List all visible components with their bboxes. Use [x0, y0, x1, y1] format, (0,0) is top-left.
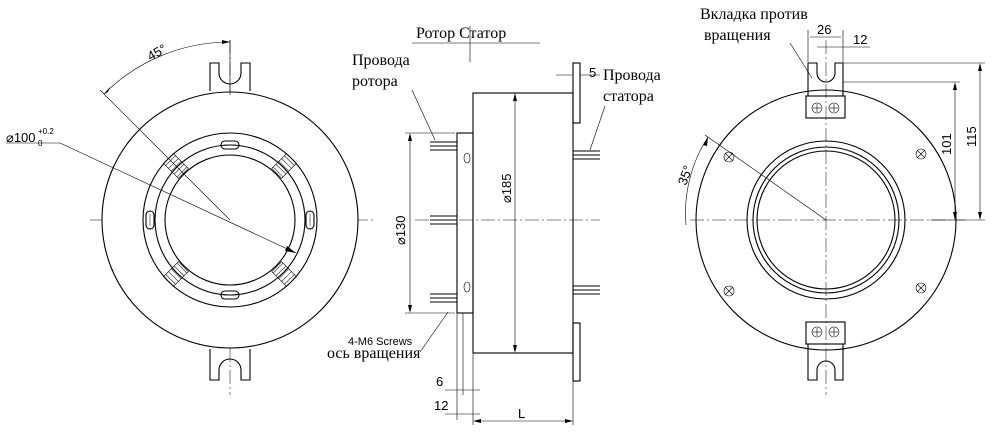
- right-bottom-tab: [805, 321, 846, 381]
- tab-12-label: 12: [853, 32, 867, 47]
- right-top-tab: [805, 62, 846, 119]
- rotor-wires: [430, 141, 471, 303]
- diameter-130-dimension: ⌀130: [393, 132, 455, 314]
- diameter-130-label: ⌀130: [393, 215, 408, 245]
- slip-ring-body: [472, 92, 574, 354]
- anti-rotation-label-line1: Вкладка против: [700, 6, 808, 23]
- angle-45-label: 45°: [144, 41, 169, 64]
- anti-rotation-label-line2: вращения: [704, 27, 771, 44]
- tab-26-label: 26: [817, 22, 831, 37]
- stator-wires: [573, 150, 600, 295]
- stator-wires-label-line1: Провода: [603, 67, 661, 84]
- left-front-view: 45° ⌀100 +0.2 0: [6, 40, 375, 395]
- diameter-185-label: ⌀185: [499, 173, 514, 203]
- rotor-wires-label-line2: ротора: [352, 73, 398, 90]
- stator-wires-label-line2: статора: [603, 88, 654, 105]
- middle-side-view: Ротор Статор Провода ротора Провода: [327, 25, 661, 425]
- rotor-flange: [456, 132, 474, 314]
- rotor-wires-label-line1: Провода: [352, 52, 410, 69]
- right-back-view: 35° Вкладка против вращения 26 12 101: [675, 6, 985, 395]
- rotor-stator-header: Ротор Статор: [412, 25, 540, 62]
- stator-flange-top: [572, 62, 581, 124]
- angle-35-label: 35°: [675, 163, 696, 187]
- bottom-dimensions: 6 12 L: [434, 313, 574, 425]
- length-L-label: L: [518, 406, 525, 421]
- right-mount-screws: [723, 148, 927, 297]
- height-dimensions: 101 115: [843, 62, 985, 221]
- tab-width-dimensions: 26 12: [807, 22, 870, 62]
- right-bore-ring: [752, 146, 900, 294]
- left-bore-diameter-dimension: ⌀100 +0.2 0: [6, 127, 297, 254]
- left-bottom-tab: [209, 349, 251, 381]
- left-bore-circle: [164, 154, 296, 286]
- height-101-label: 101: [939, 133, 954, 155]
- bore-tolerance-lower: 0: [38, 139, 43, 148]
- left-slot-screws: [145, 140, 315, 300]
- bore-diameter-label: ⌀100: [6, 130, 36, 145]
- bore-tolerance-upper: +0.2: [38, 127, 54, 136]
- height-115-label: 115: [964, 126, 979, 147]
- left-flange-ring-outer: [142, 132, 318, 308]
- right-angle-dimension: 35°: [675, 134, 827, 226]
- flange-5-label: 5: [589, 65, 596, 80]
- rotation-axis-label: ось вращения: [327, 345, 421, 362]
- stator-flange-bottom: [572, 322, 581, 382]
- right-bore-inner: [756, 150, 896, 290]
- right-bore-outer: [746, 140, 906, 300]
- rotor-stator-label: Ротор Статор: [416, 25, 506, 42]
- offset-12-label: 12: [434, 398, 448, 413]
- offset-6-label: 6: [436, 374, 443, 389]
- screws-label: 4-M6 Screws: [348, 336, 413, 348]
- diameter-185-dimension: ⌀185: [499, 93, 517, 353]
